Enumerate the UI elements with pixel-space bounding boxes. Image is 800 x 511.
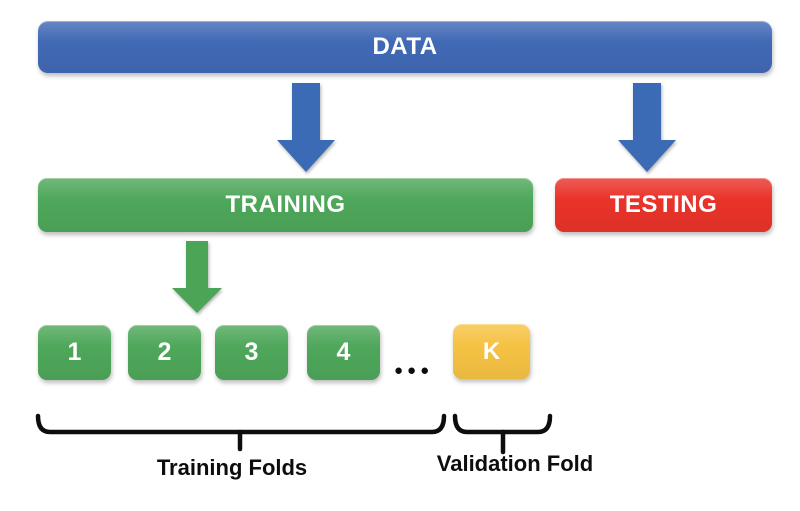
- down-arrow-icon: [618, 83, 676, 172]
- fold-box-label: 1: [67, 338, 82, 366]
- arrow-shape: [172, 241, 222, 313]
- brace-line: [35, 413, 447, 435]
- training-folds-brace: [35, 413, 447, 452]
- fold-box-label: 3: [244, 338, 259, 366]
- validation-fold-box-label: K: [482, 337, 501, 365]
- fold-box-4: 4: [307, 325, 380, 380]
- validation-fold-brace: [452, 413, 553, 455]
- testing-box-label: TESTING: [609, 191, 718, 218]
- testing-box: TESTING: [555, 178, 772, 232]
- fold-box-2: 2: [128, 325, 201, 380]
- brace-line: [452, 413, 553, 435]
- fold-box-label: 4: [336, 338, 351, 366]
- validation-fold-caption: Validation Fold: [436, 451, 594, 476]
- training-folds-caption: Training Folds: [156, 455, 308, 480]
- fold-box-1: 1: [38, 325, 111, 380]
- ellipsis-dots-icon: ●●●: [394, 362, 434, 379]
- fold-box-3: 3: [215, 325, 288, 380]
- data-box: DATA: [38, 21, 772, 73]
- fold-box-label: 2: [157, 338, 172, 366]
- arrow-shape: [277, 83, 335, 172]
- down-arrow-icon: [277, 83, 335, 172]
- validation-fold-box: K: [453, 324, 530, 379]
- data-box-label: DATA: [372, 33, 438, 60]
- training-box-label: TRAINING: [225, 191, 346, 218]
- down-arrow-icon: [172, 241, 222, 313]
- training-box: TRAINING: [38, 178, 533, 232]
- arrow-shape: [618, 83, 676, 172]
